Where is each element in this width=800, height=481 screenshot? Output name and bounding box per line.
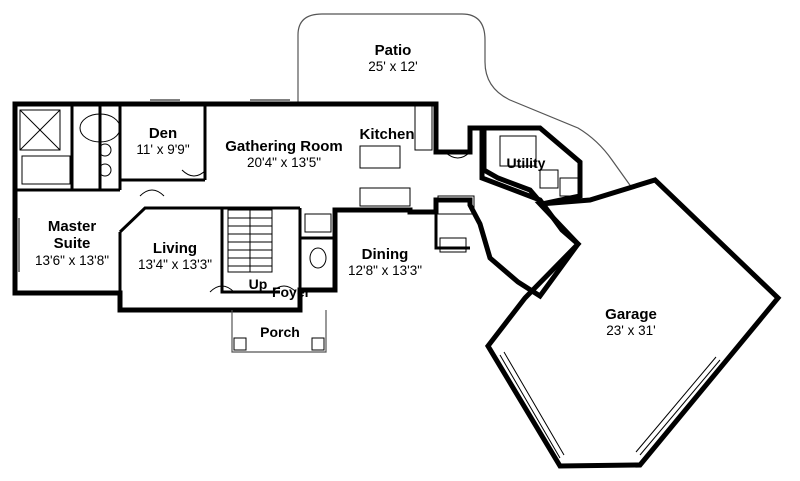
utility-name: Utility (506, 155, 546, 171)
garage-door-right (635, 356, 721, 456)
den-door-2 (181, 169, 207, 177)
living-name: Living (152, 240, 198, 257)
utility-counter (499, 135, 537, 167)
patio-name: Patio (374, 42, 412, 59)
master-dim: 13'6" x 13'8" (34, 252, 110, 268)
kitchen-door (444, 151, 471, 159)
gathering-dim: 20'4" x 13'5" (246, 155, 322, 171)
shower-mark-2 (19, 109, 61, 151)
dining-dim: 12'8" x 13'3" (347, 263, 423, 279)
utility-label: Utility (507, 155, 546, 171)
dining-name: Dining (361, 246, 409, 263)
porch-column-left (233, 337, 247, 351)
staircase (227, 209, 273, 273)
foyer-name: Foyer (271, 284, 311, 300)
gathering-name: Gathering Room (225, 138, 343, 155)
up-name: Up (248, 276, 268, 292)
entry-door-right (271, 285, 297, 293)
garage-door-left (499, 351, 565, 459)
garage-label: Garage 23' x 31' (605, 306, 657, 339)
gathering-label: Gathering Room 20'4" x 13'5" (225, 138, 343, 171)
foyer-label: Foyer (272, 284, 310, 300)
dining-label: Dining 12'8" x 13'3" (348, 246, 422, 279)
closet (304, 213, 332, 233)
kitchen-name: Kitchen (359, 126, 415, 143)
patio-dim: 25' x 12' (368, 59, 418, 75)
sink-icon (98, 143, 112, 157)
den-label: Den 11' x 9'9" (136, 125, 189, 158)
up-label: Up (249, 276, 268, 292)
vanity (21, 155, 71, 185)
bathtub-oval (79, 113, 121, 143)
garage-wall (484, 177, 782, 469)
garage-dim: 23' x 31' (606, 323, 656, 339)
house-exterior-wall (12, 101, 582, 313)
kitchen-label: Kitchen (359, 126, 414, 143)
shower (19, 109, 61, 151)
washer-icon (539, 169, 559, 189)
den-dim: 11' x 9'9" (136, 142, 190, 158)
gathering-window (250, 99, 290, 105)
sink-icon-2 (98, 163, 112, 177)
den-window (150, 99, 180, 105)
porch-column-right (311, 337, 325, 351)
interior-walls (15, 104, 470, 294)
kitchen-island (359, 145, 401, 169)
living-label: Living 13'4" x 13'3" (138, 240, 212, 273)
master-name-1: Master (47, 218, 97, 235)
kitchen-counter (359, 106, 433, 207)
den-door (139, 189, 165, 197)
dryer-icon (559, 177, 579, 197)
master-label: Master Suite 13'6" x 13'8" (35, 218, 109, 268)
porch-name: Porch (260, 324, 300, 340)
garage-name: Garage (605, 306, 657, 323)
den-name: Den (148, 125, 178, 142)
master-name-2: Suite (53, 235, 91, 253)
patio-outline (297, 13, 633, 189)
entry-door-left (209, 285, 235, 293)
living-dim: 13'4" x 13'3" (137, 257, 213, 273)
toilet-icon (309, 247, 327, 269)
porch-outline (231, 310, 327, 353)
patio-label: Patio 25' x 12' (368, 42, 417, 75)
master-window (14, 218, 20, 272)
hall-tub (437, 195, 475, 215)
hall-vanity (439, 237, 467, 253)
porch-label: Porch (260, 324, 300, 340)
